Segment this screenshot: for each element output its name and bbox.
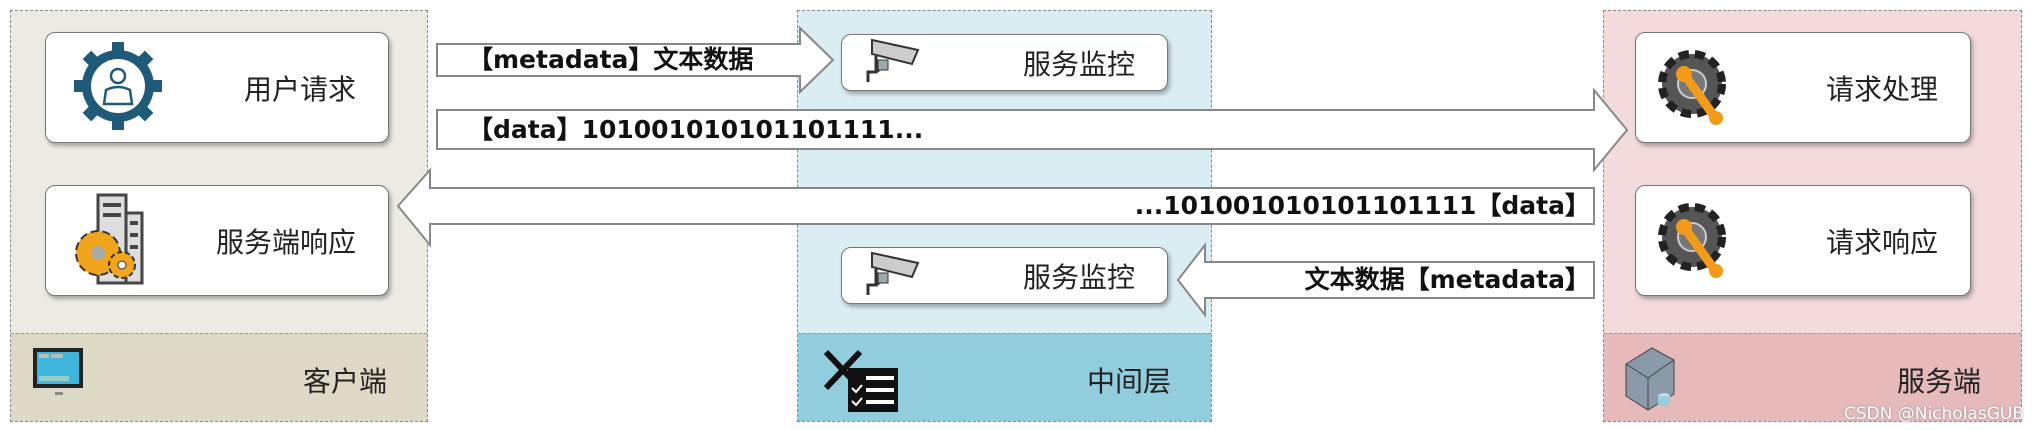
request-processing-card: 请求处理	[1635, 32, 1971, 143]
request-response-card: 请求响应	[1635, 185, 1971, 296]
server-response-label: 服务端响应	[215, 225, 356, 259]
arrow-metadata-request-text: 【metadata】文本数据	[468, 45, 754, 74]
camera-icon	[864, 249, 922, 303]
service-monitor-card-1: 服务监控	[841, 34, 1168, 91]
arrow-data-response	[396, 167, 1595, 248]
service-monitor-label-1: 服务监控	[1022, 47, 1135, 81]
camera-icon	[864, 36, 922, 90]
gear-wrench-icon	[1654, 197, 1734, 285]
server-title: 服务端	[1896, 365, 1981, 398]
user-request-label: 用户请求	[243, 72, 356, 106]
arrow-metadata-response-text: 文本数据【metadata】	[1304, 265, 1590, 294]
user-gear-icon	[72, 40, 164, 136]
arrow-metadata-response	[1176, 242, 1595, 318]
gear-wrench-icon	[1654, 44, 1734, 132]
server-icon	[1622, 344, 1686, 418]
client-footer: 客户端	[11, 333, 427, 421]
building-gears-icon	[72, 191, 164, 291]
arrow-data-request-text: 【data】101001010101101111...	[468, 115, 924, 144]
request-response-label: 请求响应	[1825, 225, 1938, 259]
service-monitor-card-2: 服务监控	[841, 247, 1168, 304]
service-monitor-label-2: 服务监控	[1022, 260, 1135, 294]
client-title: 客户端	[302, 365, 387, 398]
watermark: CSDN @NicholasGUB	[1843, 404, 2024, 424]
arrow-data-request	[436, 87, 1629, 173]
arrow-metadata-request	[436, 25, 835, 95]
server-footer: 服务端	[1604, 333, 2021, 421]
middle-footer: 中间层	[798, 333, 1211, 421]
server-response-card: 服务端响应	[45, 185, 389, 296]
arrow-data-response-text: ...101001010101101111【data】	[1134, 191, 1590, 220]
middle-title: 中间层	[1086, 365, 1171, 398]
request-processing-label: 请求处理	[1825, 72, 1938, 106]
tools-checklist-icon	[820, 344, 900, 418]
user-request-card: 用户请求	[45, 32, 389, 143]
monitor-icon	[29, 344, 89, 410]
